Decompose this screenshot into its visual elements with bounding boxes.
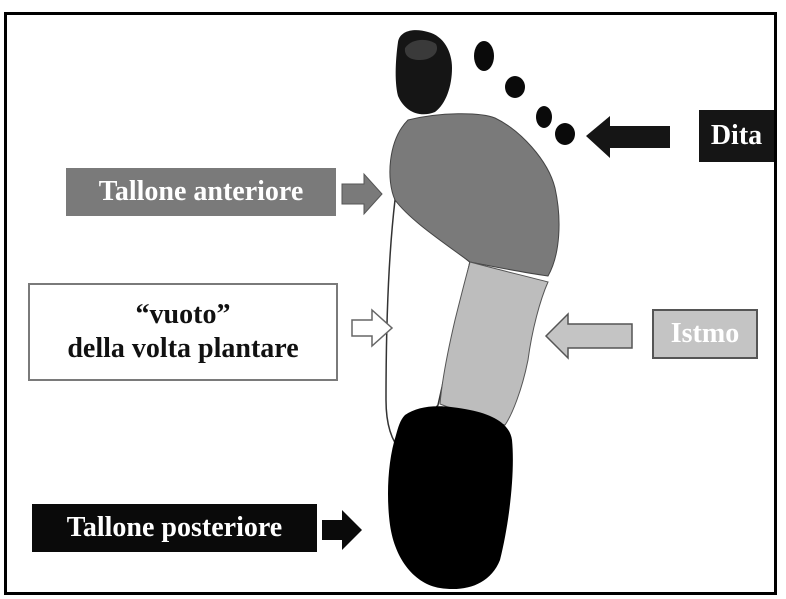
toe-4 (536, 106, 552, 128)
arrow-istmo (546, 314, 632, 358)
label-vuoto-line1: “vuoto” (136, 298, 231, 332)
heel-region (388, 406, 513, 589)
toe-3 (505, 76, 525, 98)
toe-2 (474, 41, 494, 71)
label-vuoto-volta-plantare: “vuoto” della volta plantare (28, 283, 338, 381)
label-tallone-anteriore: Tallone anteriore (66, 168, 336, 216)
label-tallone-posteriore: Tallone posteriore (32, 504, 317, 552)
label-vuoto-line2: della volta plantare (67, 332, 298, 366)
big-toe (396, 30, 452, 114)
toe-5 (555, 123, 575, 145)
arrow-tallone-posteriore (322, 510, 362, 550)
arrow-tallone-anteriore (342, 174, 382, 214)
label-dita: Dita (699, 110, 774, 162)
label-istmo: Istmo (652, 309, 758, 359)
arrow-dita (586, 116, 670, 158)
